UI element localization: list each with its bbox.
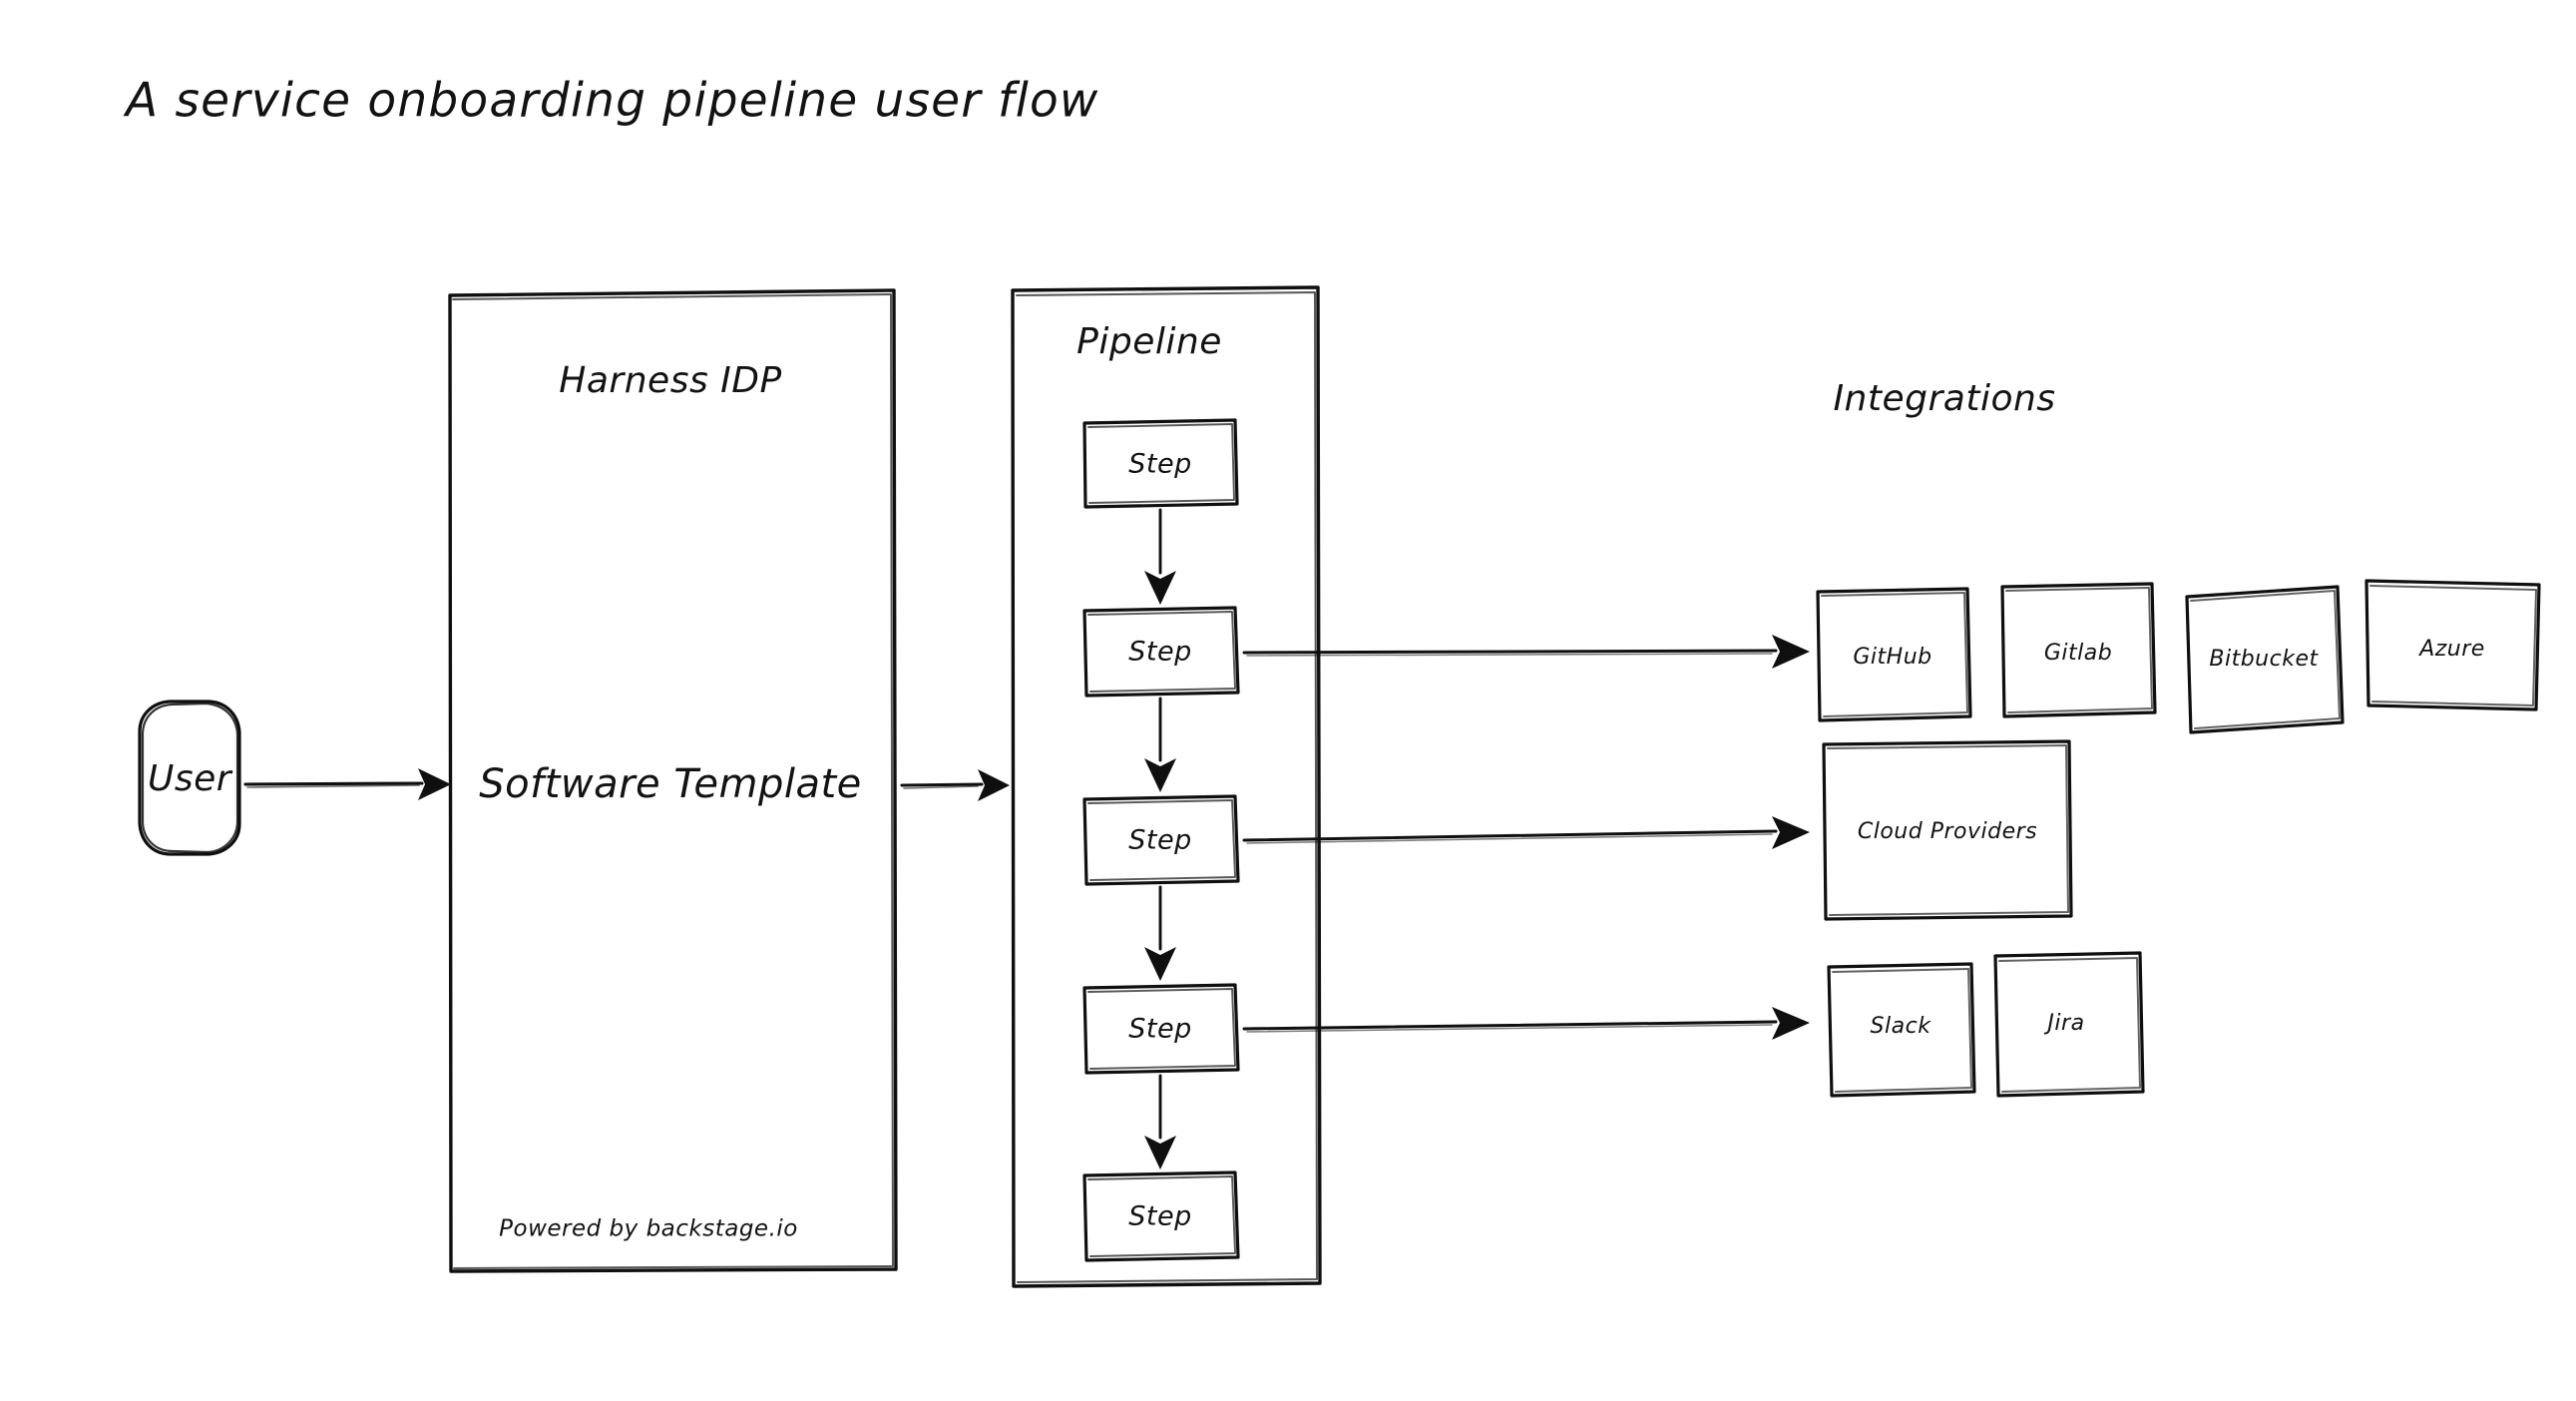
edge-step2-to-step3 xyxy=(1144,697,1176,792)
step-4-label: Step xyxy=(1128,1014,1191,1045)
backstage-credit: Powered by backstage.io xyxy=(499,1216,798,1242)
bitbucket-label: Bitbucket xyxy=(2209,647,2319,672)
node-user[interactable]: User xyxy=(138,700,241,856)
step-1-label: Step xyxy=(1128,449,1191,480)
node-step-4[interactable]: Step xyxy=(1082,983,1240,1075)
slack-label: Slack xyxy=(1871,1014,1932,1039)
node-step-2[interactable]: Step xyxy=(1082,606,1240,698)
user-label: User xyxy=(148,758,233,799)
page-title: A service onboarding pipeline user flow xyxy=(123,74,1099,129)
azure-label: Azure xyxy=(2417,637,2485,662)
edge-step3-to-cloud xyxy=(1242,816,1810,849)
edge-harness-to-pipeline xyxy=(900,769,1010,801)
gitlab-label: Gitlab xyxy=(2044,641,2112,666)
step-5-label: Step xyxy=(1128,1201,1191,1232)
node-azure[interactable]: Azure xyxy=(2364,579,2541,711)
step-3-label: Step xyxy=(1128,825,1191,856)
software-template-label: Software Template xyxy=(479,761,862,807)
step-2-label: Step xyxy=(1128,637,1191,668)
node-slack[interactable]: Slack xyxy=(1827,962,1976,1098)
node-cloud-providers[interactable]: Cloud Providers xyxy=(1822,739,2073,921)
pipeline-title: Pipeline xyxy=(1076,321,1222,362)
edge-user-to-harness xyxy=(243,768,451,800)
node-step-3[interactable]: Step xyxy=(1082,794,1240,886)
node-pipeline[interactable]: Pipeline xyxy=(1011,285,1322,1288)
node-bitbucket[interactable]: Bitbucket xyxy=(2185,585,2345,734)
jira-label: Jira xyxy=(2043,1011,2084,1036)
node-gitlab[interactable]: Gitlab xyxy=(2000,582,2157,718)
integrations-title: Integrations xyxy=(1833,378,2055,419)
github-label: GitHub xyxy=(1853,645,1932,670)
node-step-1[interactable]: Step xyxy=(1082,418,1239,509)
cloud-providers-label: Cloud Providers xyxy=(1858,819,2037,844)
edge-step4-to-step5 xyxy=(1144,1074,1176,1169)
node-github[interactable]: GitHub xyxy=(1816,587,1972,722)
edge-step3-to-step4 xyxy=(1144,885,1176,981)
harness-idp-title: Harness IDP xyxy=(559,360,781,401)
node-step-5[interactable]: Step xyxy=(1082,1170,1240,1262)
edge-step1-to-step2 xyxy=(1144,508,1176,605)
node-jira[interactable]: Jira xyxy=(1993,951,2145,1098)
edge-step4-to-tools xyxy=(1242,1007,1810,1040)
edge-step2-to-scm xyxy=(1242,635,1810,669)
node-harness-idp[interactable]: Harness IDP Software Template Powered by… xyxy=(448,288,898,1273)
